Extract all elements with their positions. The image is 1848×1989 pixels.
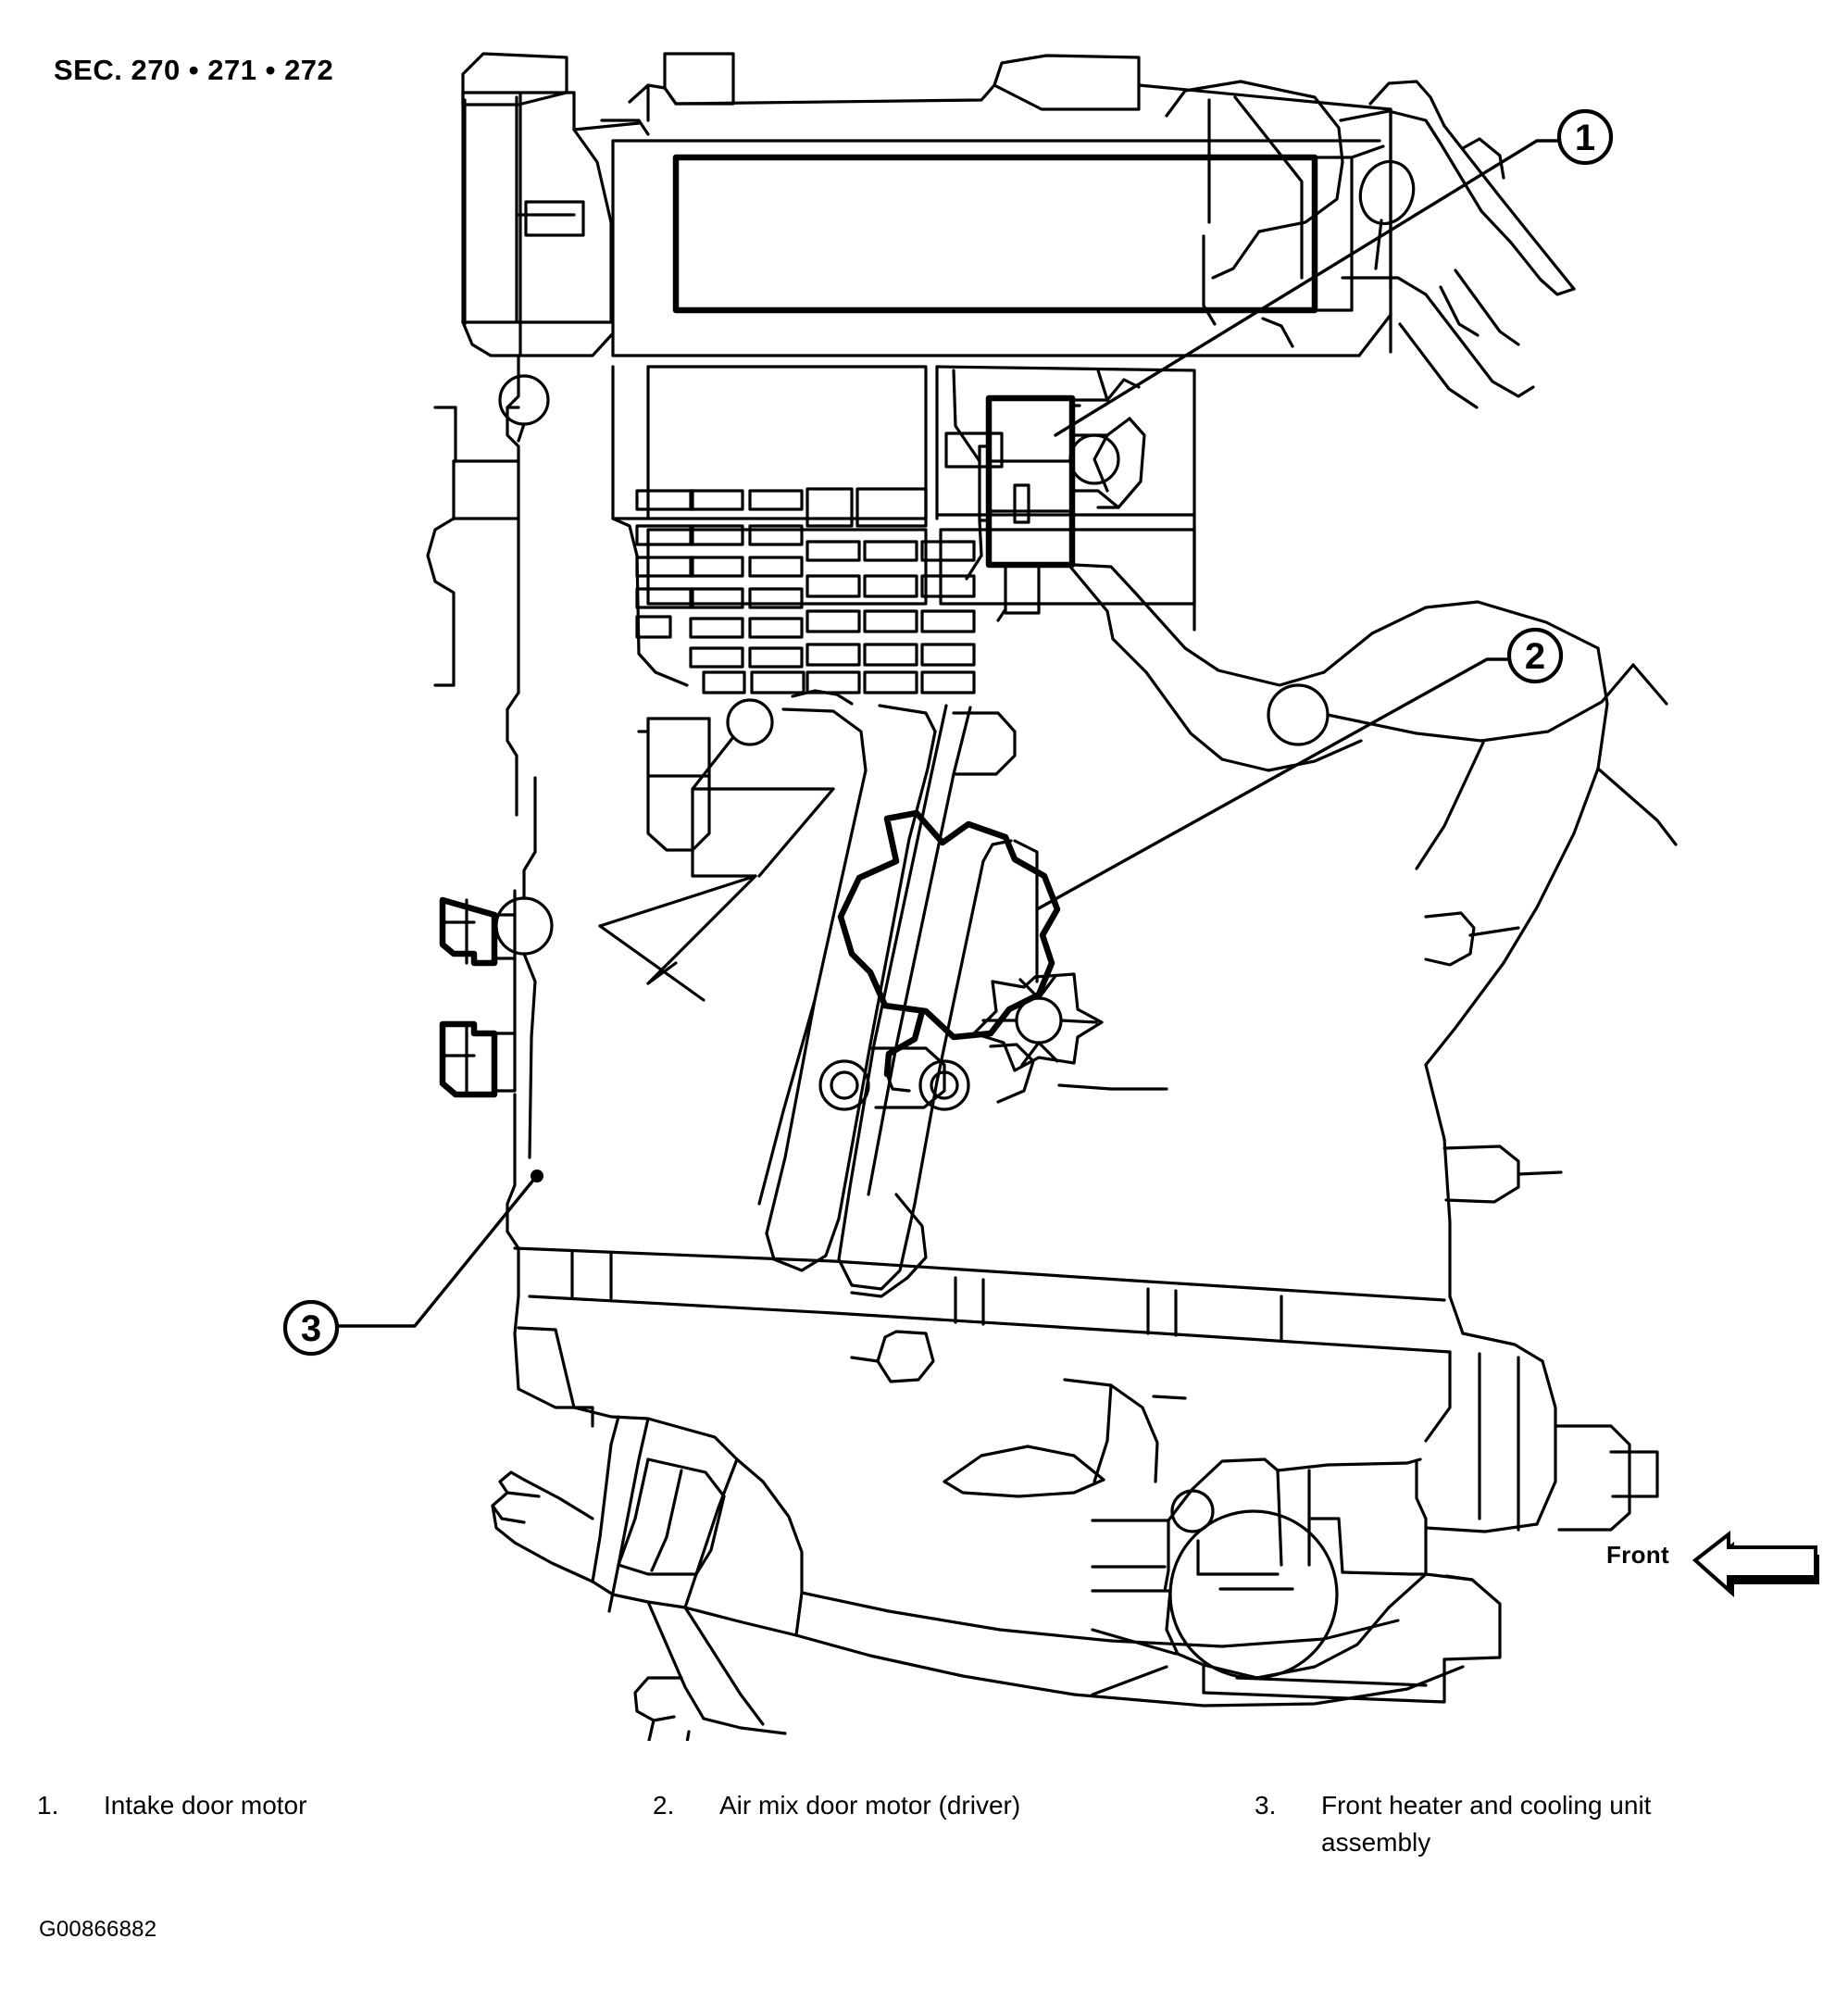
left-casing-wall xyxy=(426,354,594,1428)
callout-2-bubble xyxy=(1506,627,1564,684)
callout-1-label: 1 xyxy=(1575,118,1595,158)
front-direction-label: Front xyxy=(1606,1541,1669,1569)
front-direction-indicator: Front xyxy=(1606,1523,1819,1597)
callout-3-label: 3 xyxy=(301,1308,321,1349)
legend-item-3-number: 3. xyxy=(1255,1791,1277,1820)
callout-1-bubble xyxy=(1556,108,1614,166)
legend-item-2-text: Air mix door motor (driver) xyxy=(719,1791,1021,1820)
blower-housing-group xyxy=(461,52,996,357)
right-case-body xyxy=(1057,369,1678,1335)
rosette-detail xyxy=(972,972,1104,1072)
upper-right-duct-group xyxy=(1165,80,1576,409)
arrow-left-icon xyxy=(1692,1530,1819,1597)
section-header: SEC. 270 • 271 • 272 xyxy=(54,54,334,86)
legend-item-2-number: 2. xyxy=(653,1791,675,1820)
bottom-left-bracket xyxy=(491,1406,1465,1741)
callout-1: 1 xyxy=(1054,108,1614,437)
legend-item-1-text: Intake door motor xyxy=(104,1791,307,1820)
legend-item-1: 1. Intake door motor xyxy=(37,1787,611,1824)
filter-core-louver-array xyxy=(611,365,1196,694)
intake-door-motor xyxy=(978,394,1081,622)
drain-port-housing xyxy=(1091,1457,1502,1704)
callout-3: 3 xyxy=(282,1170,543,1357)
center-rib-panel-group xyxy=(598,689,1104,1383)
legend-item-3-text: Front heater and cooling unit assembly xyxy=(1321,1791,1652,1857)
callout-2: 2 xyxy=(1035,627,1564,911)
callout-2-label: 2 xyxy=(1525,636,1545,677)
legend: 1. Intake door motor 2. Air mix door mot… xyxy=(0,1787,1848,1926)
filter-plenum-group xyxy=(611,54,1392,357)
figure-id: G00866882 xyxy=(39,1917,157,1942)
legend-item-1-number: 1. xyxy=(37,1791,59,1820)
legend-item-3: 3. Front heater and cooling unit assembl… xyxy=(1255,1787,1773,1861)
bottom-center-duct xyxy=(943,1378,1187,1498)
legend-item-2: 2. Air mix door motor (driver) xyxy=(653,1787,1245,1824)
air-mix-door-motor xyxy=(837,809,1061,1093)
lower-body-flange xyxy=(513,1246,1659,1533)
callout-3-bubble xyxy=(282,1299,340,1357)
heater-cooling-unit-illustration: 1 2 3 xyxy=(282,52,1678,1741)
